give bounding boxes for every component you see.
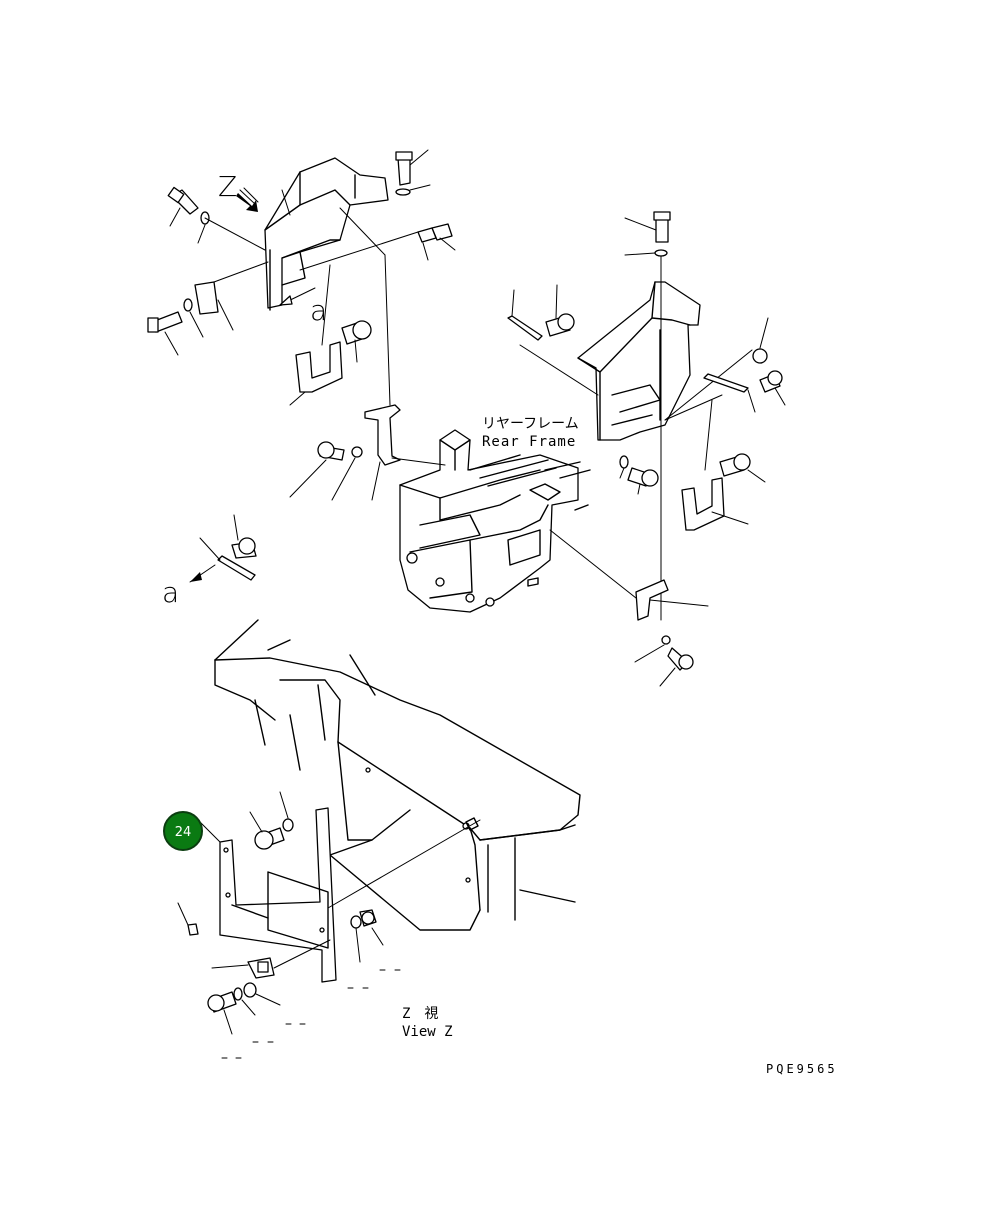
fender-assembly xyxy=(214,619,581,931)
view-label-jp: Z 視 xyxy=(402,1006,438,1022)
rear-frame-label-jp: リヤーフレーム xyxy=(482,416,579,432)
left-bracket-assembly xyxy=(147,149,456,406)
cover-panel xyxy=(177,791,481,1059)
drawing-code: PQE9565 xyxy=(766,1062,838,1076)
right-mount-stay xyxy=(549,529,709,687)
left-mount-stay xyxy=(289,207,446,501)
detail-letter-a-top: a xyxy=(310,294,327,327)
rear-frame-label-en: Rear Frame xyxy=(482,434,576,450)
callout-badge-icon[interactable]: 24 xyxy=(163,811,203,851)
rear-frame xyxy=(399,429,591,613)
callout-number: 24 xyxy=(175,825,192,840)
view-label-en: View Z xyxy=(402,1024,453,1040)
right-bracket-assembly xyxy=(507,211,786,621)
view-letter-z: Z xyxy=(218,170,237,203)
detail-letter-a-left: a xyxy=(162,576,179,609)
view-direction-arrow-icon xyxy=(236,187,259,212)
left-pin-detail xyxy=(189,514,257,583)
